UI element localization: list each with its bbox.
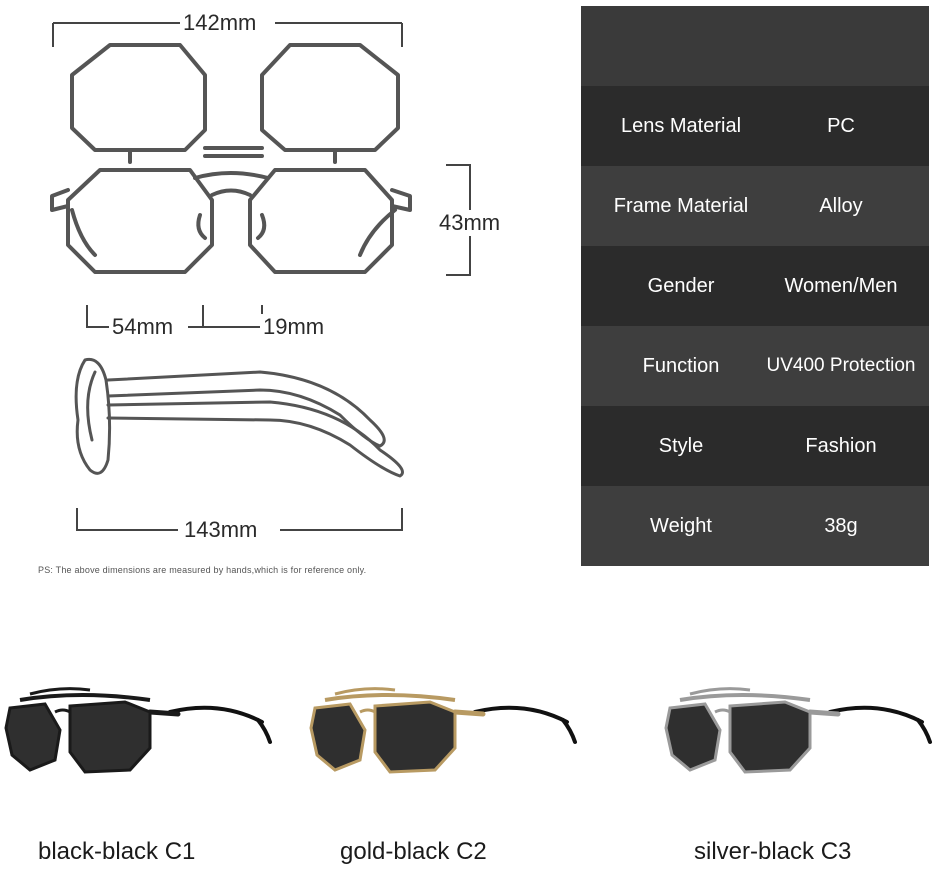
spec-key: Frame Material (613, 195, 749, 217)
spec-row-gender: Gender Women/Men (581, 246, 929, 326)
spec-row-lens-material: Lens Material PC (581, 86, 929, 166)
spec-value: Alloy (819, 195, 863, 217)
spec-row-frame-material: Frame Material Alloy (581, 166, 929, 246)
spec-row-weight: Weight 38g (581, 486, 929, 566)
sunglasses-2 (309, 687, 577, 774)
spec-table: Lens Material PC Frame Material Alloy Ge… (581, 6, 929, 566)
dimension-bridge-width: 19mm (260, 314, 328, 340)
variant-label-c3: silver-black C3 (694, 838, 852, 865)
side-view-frame (74, 357, 112, 475)
spec-key: Lens Material (620, 115, 742, 137)
technical-drawing (50, 22, 471, 531)
spec-value: Women/Men (784, 275, 898, 297)
sunglasses-1 (4, 687, 272, 774)
clip-lens-right (260, 43, 400, 152)
spec-key: Weight (650, 515, 712, 537)
variant-label-c1: black-black C1 (38, 838, 196, 865)
sunglasses-3 (664, 687, 932, 774)
spec-row-style: Style Fashion (581, 406, 929, 486)
dimension-lens-width: 54mm (109, 314, 177, 340)
spec-key: Gender (647, 275, 715, 297)
spec-value: PC (827, 115, 855, 137)
dimension-lens-height: 43mm (436, 210, 504, 236)
frame-lens-right (248, 168, 394, 274)
side-view-temple-lower (106, 400, 404, 478)
spec-value: 38g (824, 515, 858, 537)
dimension-total-width: 142mm (180, 10, 260, 36)
spec-row-function: Function UV400 Protection (581, 326, 929, 406)
frame-lens-left (66, 168, 214, 274)
spec-key: Function (642, 355, 720, 377)
spec-value: UV400 Protection (766, 355, 916, 376)
spec-value: Fashion (805, 435, 877, 457)
side-view-temple-upper (106, 370, 386, 448)
dimension-temple-length: 143mm (181, 517, 261, 543)
measurement-note: PS: The above dimensions are measured by… (38, 565, 367, 575)
spec-key: Style (658, 435, 704, 457)
variant-label-c2: gold-black C2 (340, 838, 487, 865)
clip-lens-left (70, 43, 207, 152)
